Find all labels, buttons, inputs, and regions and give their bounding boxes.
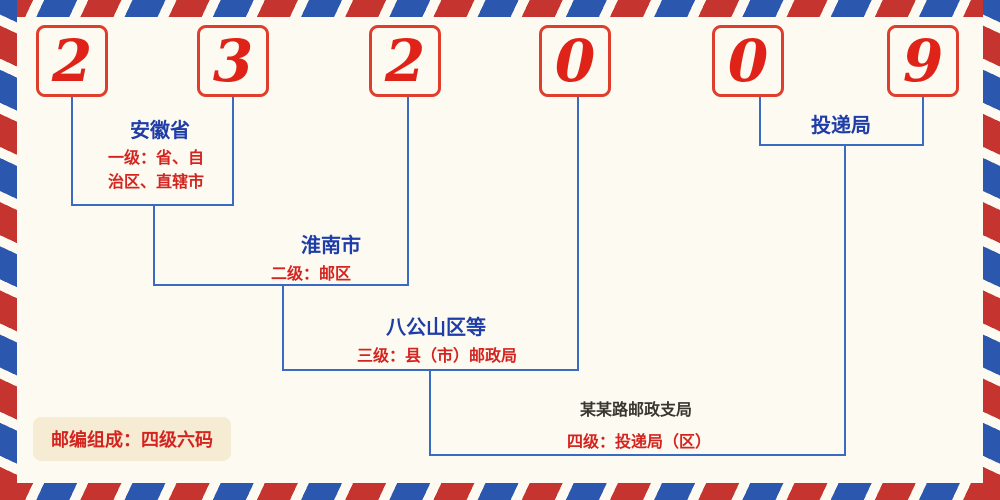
- postal-digit-1: 2: [51, 27, 93, 95]
- postal-digit-3: 2: [384, 27, 426, 95]
- level3-description: 三级：县（市）邮政局: [356, 346, 518, 365]
- level3-region-name: 八公山区等: [386, 315, 486, 339]
- level4-region-name: 某某路邮政支局: [579, 400, 693, 419]
- postal-digit-6: 9: [902, 27, 944, 95]
- bracket-level4: [429, 145, 846, 456]
- postal-digit-4: 0: [554, 27, 596, 95]
- digit-box-4: 0: [539, 25, 611, 97]
- bracket-level2: [153, 97, 409, 286]
- bracket-delivery: [759, 97, 924, 146]
- level2-description: 二级：邮区: [270, 264, 352, 283]
- airmail-border-bottom: [0, 483, 1000, 500]
- level2-region-name: 淮南市: [301, 233, 361, 257]
- postal-digit-5: 0: [727, 27, 769, 95]
- airmail-border-right: [983, 0, 1000, 500]
- digit-box-6: 9: [887, 25, 959, 97]
- level1-description-line2: 治区、直辖市: [107, 172, 205, 191]
- digit-box-1: 2: [36, 25, 108, 97]
- level1-description-line1: 一级：省、自: [107, 148, 205, 167]
- bracket-level1: [71, 97, 234, 206]
- level4-description: 四级：投递局（区）: [566, 432, 712, 451]
- composition-badge: 邮编组成：四级六码: [33, 417, 231, 461]
- airmail-border-top: [0, 0, 1000, 17]
- postal-digit-2: 3: [212, 27, 254, 95]
- digit-box-3: 2: [369, 25, 441, 97]
- delivery-office-label: 投递局: [811, 113, 871, 137]
- airmail-border-left: [0, 0, 17, 500]
- digit-box-2: 3: [197, 25, 269, 97]
- digit-box-5: 0: [712, 25, 784, 97]
- level1-region-name: 安徽省: [130, 118, 190, 142]
